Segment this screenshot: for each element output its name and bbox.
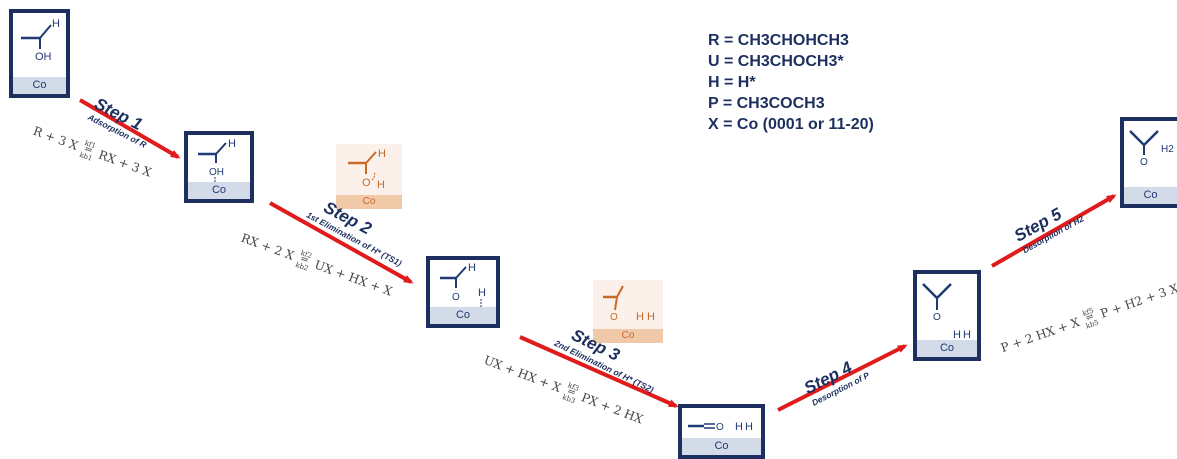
rate-constants: kf1⇌kb1 (78, 139, 98, 163)
atom-h: H (647, 311, 655, 323)
legend-x: X = Co (0001 or 11-20) (708, 116, 874, 133)
ts2-molecule: O H H (603, 285, 655, 323)
step-3-arrow (519, 335, 679, 408)
atom-h: H (636, 311, 644, 323)
species-legend: R = CH3CHOHCH3 U = CH3CHOCH3* H = H* P =… (708, 30, 874, 135)
legend-h: H = H* (708, 74, 756, 91)
surface-label: Co (917, 340, 977, 357)
atom-oh: OH (35, 51, 52, 63)
state-px-2hx-box: O H H Co (678, 404, 765, 459)
atom-h: H (378, 148, 386, 160)
adsorbed-r-molecule: H OH (198, 138, 236, 183)
atom-h: H (735, 421, 743, 433)
atom-o: O (362, 177, 371, 189)
atom-h: H (52, 18, 60, 30)
state-p-desorbed-box: O H H Co (913, 270, 981, 361)
atom-o: O (452, 292, 460, 303)
atom-h: H (468, 262, 476, 274)
state-r-box: H OH Co (9, 9, 70, 98)
acetone-h2-molecule: O H2 (1129, 130, 1174, 168)
rate-constants: kf5⇌kb5 (1081, 306, 1099, 331)
legend-p: P = CH3COCH3 (708, 95, 825, 112)
state-ux-hx-box: H O H Co (426, 256, 500, 328)
atom-o: O (610, 312, 618, 323)
atom-o: O (716, 422, 724, 433)
atom-o: O (933, 312, 941, 323)
surface-label: Co (13, 77, 66, 94)
atom-h: H (953, 329, 961, 341)
state-p-h2-box: O H2 Co (1120, 117, 1177, 208)
step-4-arrow (777, 344, 908, 412)
atom-oh: OH (209, 167, 224, 178)
legend-u: U = CH3CHOCH3* (708, 53, 844, 70)
rate-constants: kf3⇌kb3 (561, 381, 581, 405)
surface-label: Co (682, 438, 761, 455)
rate-constants: kf2⇌kb2 (294, 249, 314, 273)
transition-state-1: H O H Co (336, 144, 402, 209)
atom-h: H (963, 329, 971, 341)
ux-hx-molecule: H O H (440, 262, 486, 308)
step-1-arrow (78, 98, 181, 159)
state-rx-box: H OH Co (184, 131, 254, 203)
surface-label: Co (336, 195, 402, 209)
atom-h: H (745, 421, 753, 433)
step-2-arrow (269, 201, 414, 284)
legend-r: R = CH3CHOHCH3 (708, 32, 849, 49)
surface-label: Co (593, 329, 663, 343)
surface-label: Co (430, 307, 496, 324)
transition-state-2: O H H Co (593, 280, 663, 343)
atom-h: H (478, 287, 486, 299)
acetone-2h-molecule: O H H (922, 283, 971, 341)
isopropanol-molecule: H OH (21, 18, 60, 63)
atom-h: H (228, 138, 236, 150)
surface-label: Co (188, 182, 250, 199)
atom-h: H (377, 179, 385, 191)
step-5-arrow (991, 194, 1117, 268)
ts1-molecule: H O H (348, 148, 386, 191)
atom-h2: H2 (1161, 144, 1174, 155)
atom-o: O (1140, 157, 1148, 168)
surface-label: Co (1124, 187, 1177, 204)
px-2hx-molecule: O H H (688, 421, 753, 433)
